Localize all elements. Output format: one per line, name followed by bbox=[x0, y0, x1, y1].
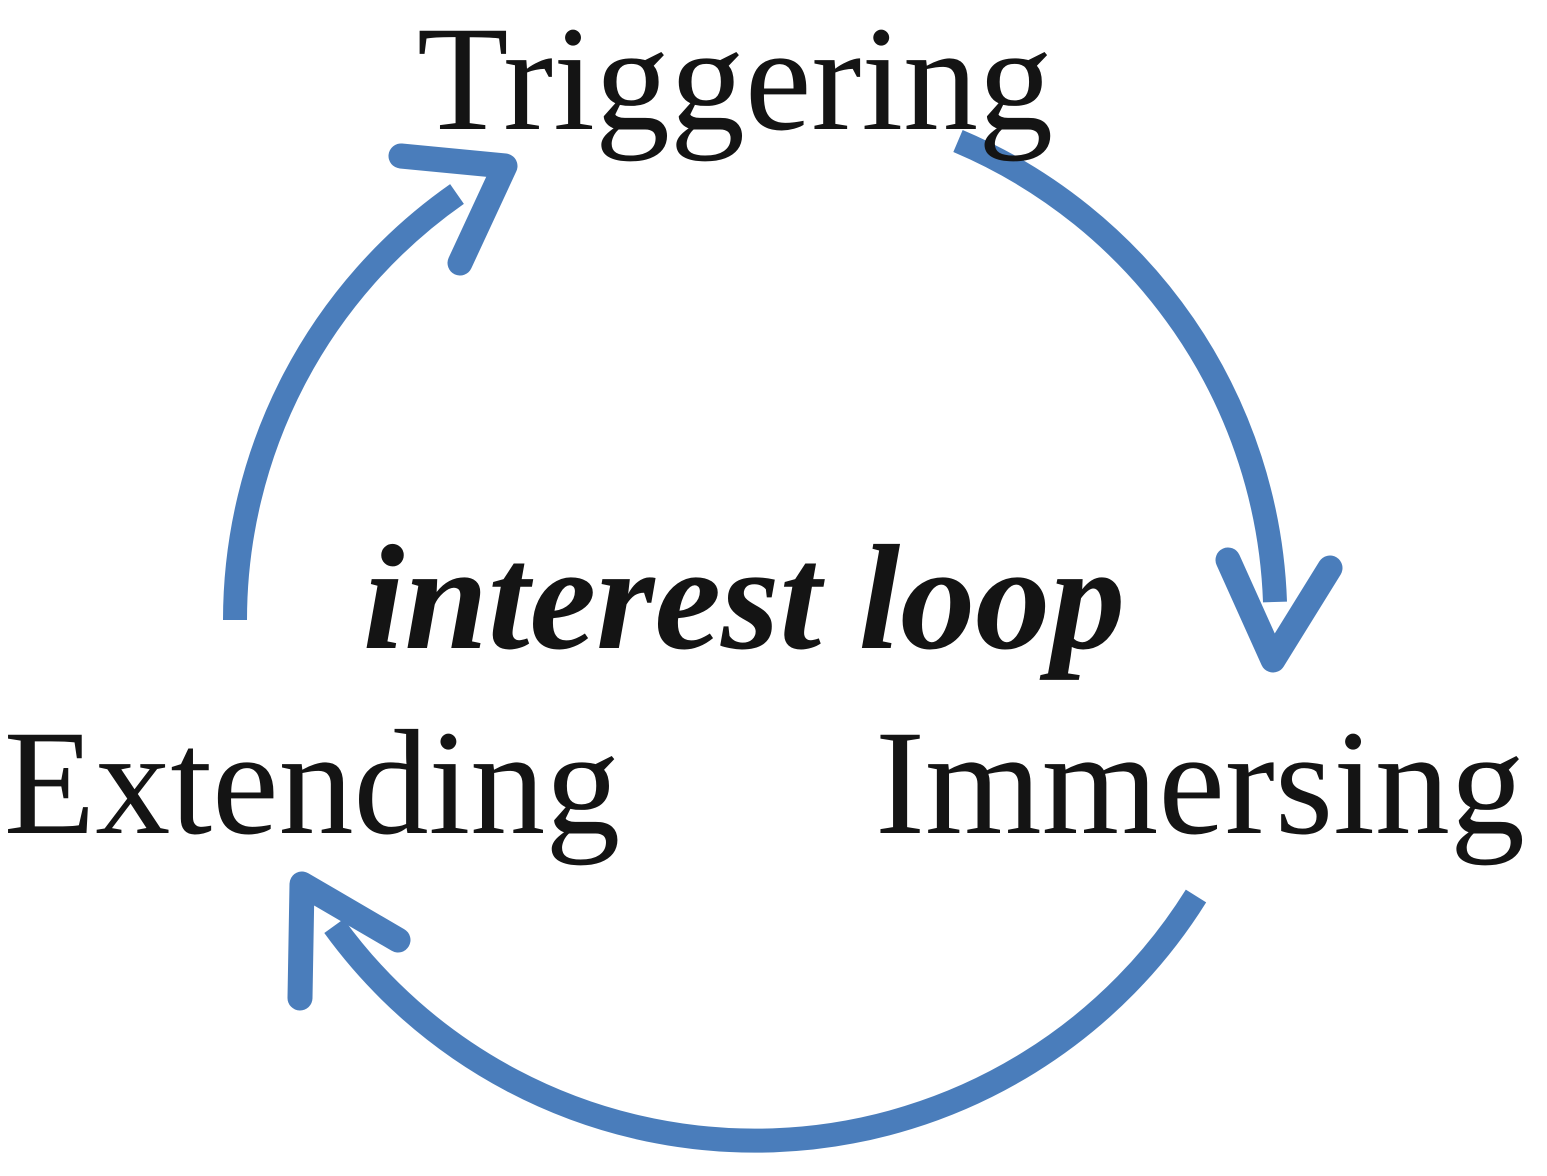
cycle-arrow-extending-to-triggering bbox=[223, 143, 518, 621]
arrowhead-up-left-icon bbox=[287, 871, 411, 1011]
node-label-immersing: Immersing bbox=[875, 700, 1525, 866]
arrowhead-up-right-icon bbox=[388, 143, 518, 276]
arrow-shaft-bottom bbox=[324, 889, 1207, 1153]
cycle-arrow-triggering-to-immersing bbox=[953, 129, 1343, 673]
node-label-extending: Extending bbox=[4, 700, 621, 866]
node-label-triggering: Triggering bbox=[417, 0, 1053, 162]
arrow-shaft-left bbox=[223, 184, 464, 621]
center-label-interest-loop: interest loop bbox=[363, 515, 1126, 681]
cycle-arrow-immersing-to-extending bbox=[287, 871, 1207, 1153]
arrow-shaft-right bbox=[953, 129, 1287, 603]
arrowhead-down-icon bbox=[1215, 547, 1343, 673]
